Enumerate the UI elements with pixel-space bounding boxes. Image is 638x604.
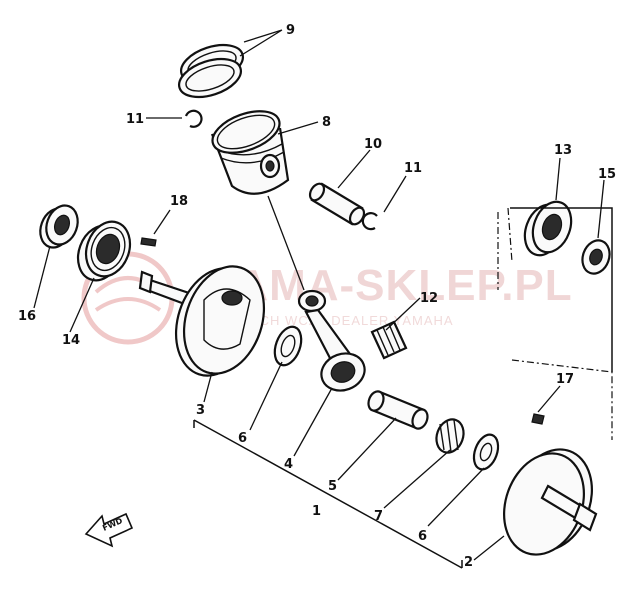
callout-10: 10 <box>364 137 382 152</box>
watermark-sub-text: ECH WCZ | DEALER YAMAHA <box>250 313 454 328</box>
callout-5: 5 <box>328 479 337 494</box>
callout-2: 2 <box>464 555 473 570</box>
callout-17: 17 <box>556 372 574 387</box>
front-arrow-icon: FWD <box>84 512 134 548</box>
crank-pin <box>367 390 429 430</box>
crank-left <box>138 265 266 377</box>
callout-9: 9 <box>286 23 295 38</box>
callout-16: 16 <box>18 309 36 324</box>
watermark: YAMA-SKLEP.PL ECH WCZ | DEALER YAMAHA <box>81 251 573 345</box>
bearing-left <box>76 220 132 282</box>
piston-rings <box>178 43 244 99</box>
circlip-right <box>361 212 378 231</box>
callout-11-top: 11 <box>126 112 144 127</box>
needle-bearing-big-end <box>435 418 465 454</box>
needle-bearing-small-end <box>370 320 408 360</box>
callout-3: 3 <box>196 403 205 418</box>
circlip-top <box>184 109 203 128</box>
piston <box>210 110 290 195</box>
callout-1: 1 <box>312 504 321 519</box>
callout-18: 18 <box>170 194 188 209</box>
washer-left <box>273 325 303 367</box>
callout-6-left: 6 <box>238 431 247 446</box>
crank-assembly-bracket <box>193 207 613 569</box>
callout-12: 12 <box>420 291 438 306</box>
callout-14: 14 <box>62 333 80 348</box>
leader-lines <box>33 29 605 561</box>
woodruff-key-right <box>531 413 545 425</box>
oil-seal-left <box>39 204 79 249</box>
callout-6-right: 6 <box>418 529 427 544</box>
callout-11-right: 11 <box>404 161 422 176</box>
watermark-main-text: YAMA-SKLEP.PL <box>210 261 573 310</box>
connecting-rod <box>297 289 366 392</box>
oil-seal-right <box>581 239 611 275</box>
woodruff-key-left <box>140 237 157 247</box>
callout-13: 13 <box>554 143 572 158</box>
piston-pin <box>308 182 366 226</box>
crank-right <box>503 448 598 556</box>
bearing-right <box>523 200 573 257</box>
callout-7: 7 <box>374 509 383 524</box>
callout-15: 15 <box>598 167 616 182</box>
callout-4: 4 <box>284 457 293 472</box>
callout-8: 8 <box>322 115 331 130</box>
callouts: 9 11 8 10 11 18 16 14 12 13 15 17 3 6 4 … <box>18 23 616 570</box>
washer-right <box>472 433 500 471</box>
